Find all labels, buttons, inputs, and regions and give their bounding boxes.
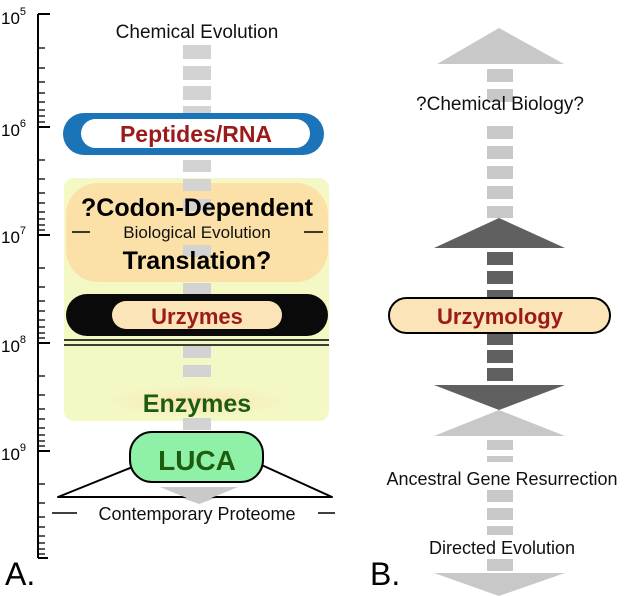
upward-arrowhead-top	[437, 28, 564, 64]
biological-evolution-label: Biological Evolution	[123, 223, 270, 242]
panel-b: ?Chemical Biology? Urzymology Ancestral …	[370, 28, 618, 596]
panel-a-label: A.	[5, 556, 35, 592]
urzymology-pill	[388, 297, 611, 334]
time-axis	[37, 13, 50, 559]
downward-arrowhead-bottom	[434, 573, 565, 596]
chemical-biology-label: ?Chemical Biology?	[416, 94, 584, 115]
chemical-evolution-label: Chemical Evolution	[116, 22, 279, 43]
peptides-rna-label: Peptides/RNA	[120, 121, 272, 147]
directed-evolution-label: Directed Evolution	[429, 538, 575, 558]
lower-arrowhead-up	[434, 410, 565, 436]
panel-a: 105 106 107 108 109 Che	[1, 6, 335, 592]
dark-arrowhead-up	[434, 218, 565, 248]
tick-label-1e8: 108	[1, 334, 26, 356]
codon-dependent-box	[66, 183, 328, 282]
urzymes-label: Urzymes	[151, 304, 243, 329]
ancestral-gene-resurrection-label: Ancestral Gene Resurrection	[386, 469, 617, 489]
luca-box	[129, 431, 264, 483]
axis-tick-labels: 105 106 107 108 109	[1, 6, 26, 464]
tick-label-1e6: 106	[1, 118, 26, 140]
luca-label: LUCA	[158, 445, 236, 476]
minor-ticks	[38, 47, 45, 555]
codon-dependent-label: ?Codon-Dependent	[81, 194, 314, 222]
translation-label: Translation?	[123, 247, 272, 275]
lower-light-dashes	[487, 440, 513, 571]
urzymes-inner	[112, 301, 282, 329]
tick-label-1e9: 109	[1, 442, 26, 464]
tick-label-1e5: 105	[1, 6, 26, 28]
panel-b-label: B.	[370, 556, 400, 592]
peptides-rna-inner	[81, 119, 310, 148]
urzymology-label: Urzymology	[437, 304, 564, 329]
enzymes-glow	[107, 385, 287, 417]
proteome-arrowhead	[160, 487, 238, 503]
dark-arrowhead-down	[434, 385, 565, 410]
enzymes-label: Enzymes	[143, 390, 251, 418]
contemporary-proteome-label: Contemporary Proteome	[98, 504, 295, 524]
dark-dashes	[487, 252, 513, 381]
upper-light-dashes	[487, 69, 513, 218]
tick-label-1e7: 107	[1, 225, 26, 247]
